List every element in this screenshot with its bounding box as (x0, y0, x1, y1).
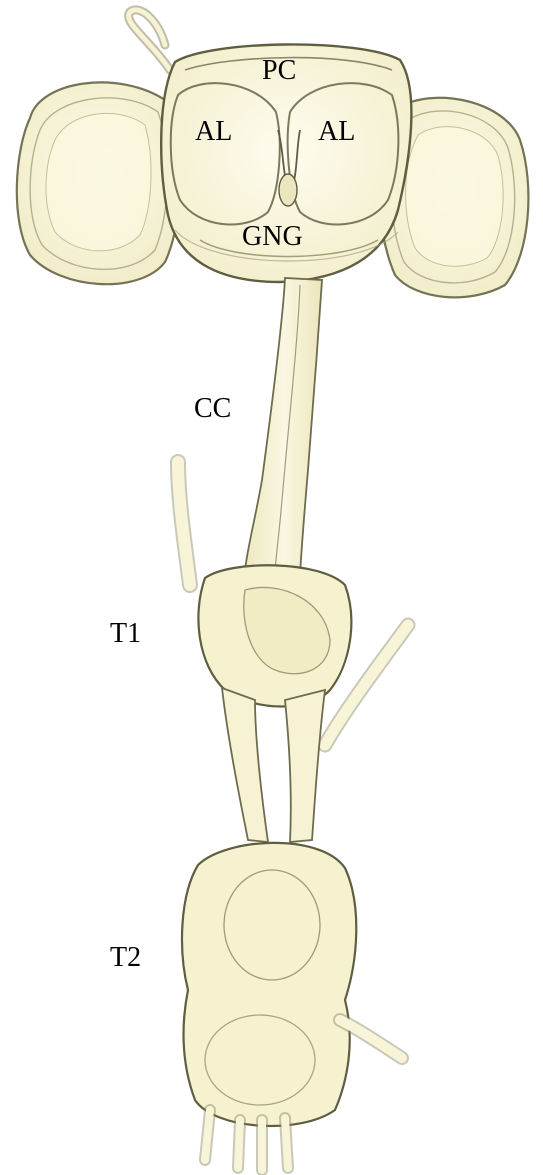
label-pc: PC (262, 57, 296, 85)
label-cc: CC (194, 395, 231, 423)
left-optic-lobe (17, 82, 180, 284)
label-gng: GNG (242, 223, 303, 251)
mesothoracic-ganglion (182, 843, 356, 1126)
prothoracic-ganglion (198, 565, 351, 706)
thoracic-connectives (222, 688, 325, 842)
label-t2: T2 (110, 944, 141, 972)
label-al-left: AL (195, 118, 232, 146)
cervical-connective (245, 278, 322, 575)
label-al-right: AL (318, 118, 355, 146)
label-t1: T1 (110, 620, 141, 648)
